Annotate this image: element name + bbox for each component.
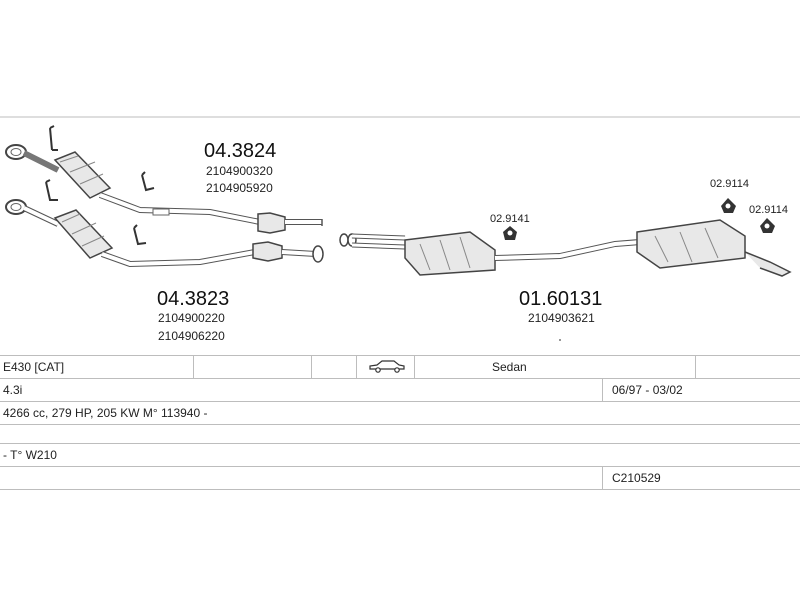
part-code-rear: 01.60131 <box>519 288 602 310</box>
rubber-mount-icon[interactable] <box>760 218 775 233</box>
hanger-code: 02.9141 <box>490 213 530 225</box>
part-number: 2104906220 <box>158 329 225 343</box>
part-number: 2104900220 <box>158 311 225 325</box>
hanger-code: 02.9114 <box>749 204 788 216</box>
engine: 4.3i <box>3 383 23 397</box>
engine-spec: 4266 cc, 279 HP, 205 KW M° 113940 - <box>3 406 208 420</box>
body-style: Sedan <box>492 360 527 374</box>
hanger-clamp-icon[interactable] <box>49 125 58 151</box>
reference-number: C210529 <box>612 471 661 485</box>
table-row: - T° W210 <box>0 443 800 466</box>
part-number: 2104903621 <box>528 311 595 325</box>
hanger-clamp-icon[interactable] <box>141 171 155 192</box>
exhaust-diagram: 04.3824 2104900320 2104905920 04.3823 21… <box>0 116 800 343</box>
table-row: E430 [CAT] Sedan <box>0 355 800 378</box>
table-row: 4266 cc, 279 HP, 205 KW M° 113940 - <box>0 401 800 424</box>
production-dates: 06/97 - 03/02 <box>612 383 683 397</box>
hanger-clamp-icon[interactable] <box>133 224 147 246</box>
table-row <box>0 424 800 443</box>
vehicle-model: E430 [CAT] <box>3 360 65 374</box>
hanger-code: 02.9114 <box>710 178 749 190</box>
chassis: - T° W210 <box>3 448 57 462</box>
part-number: 2104905920 <box>206 181 273 195</box>
sedan-car-icon <box>365 358 406 380</box>
front-upper-pipe-assembly[interactable] <box>5 144 323 234</box>
rubber-mount-icon[interactable] <box>503 226 517 240</box>
part-code-front-lower: 04.3823 <box>157 288 229 310</box>
front-lower-pipe-assembly[interactable] <box>5 199 324 268</box>
part-number: 2104900320 <box>206 164 273 178</box>
table-row: 4.3i 06/97 - 03/02 <box>0 378 800 401</box>
part-code-front-upper: 04.3824 <box>204 140 276 162</box>
table-row: C210529 <box>0 466 800 490</box>
rear-exhaust-system[interactable] <box>339 219 792 341</box>
hanger-clamp-icon[interactable] <box>45 179 58 201</box>
rubber-mount-icon[interactable] <box>721 198 736 213</box>
vehicle-info-table: E430 [CAT] Sedan 4.3i 06/97 - 03/02 4266… <box>0 355 800 490</box>
